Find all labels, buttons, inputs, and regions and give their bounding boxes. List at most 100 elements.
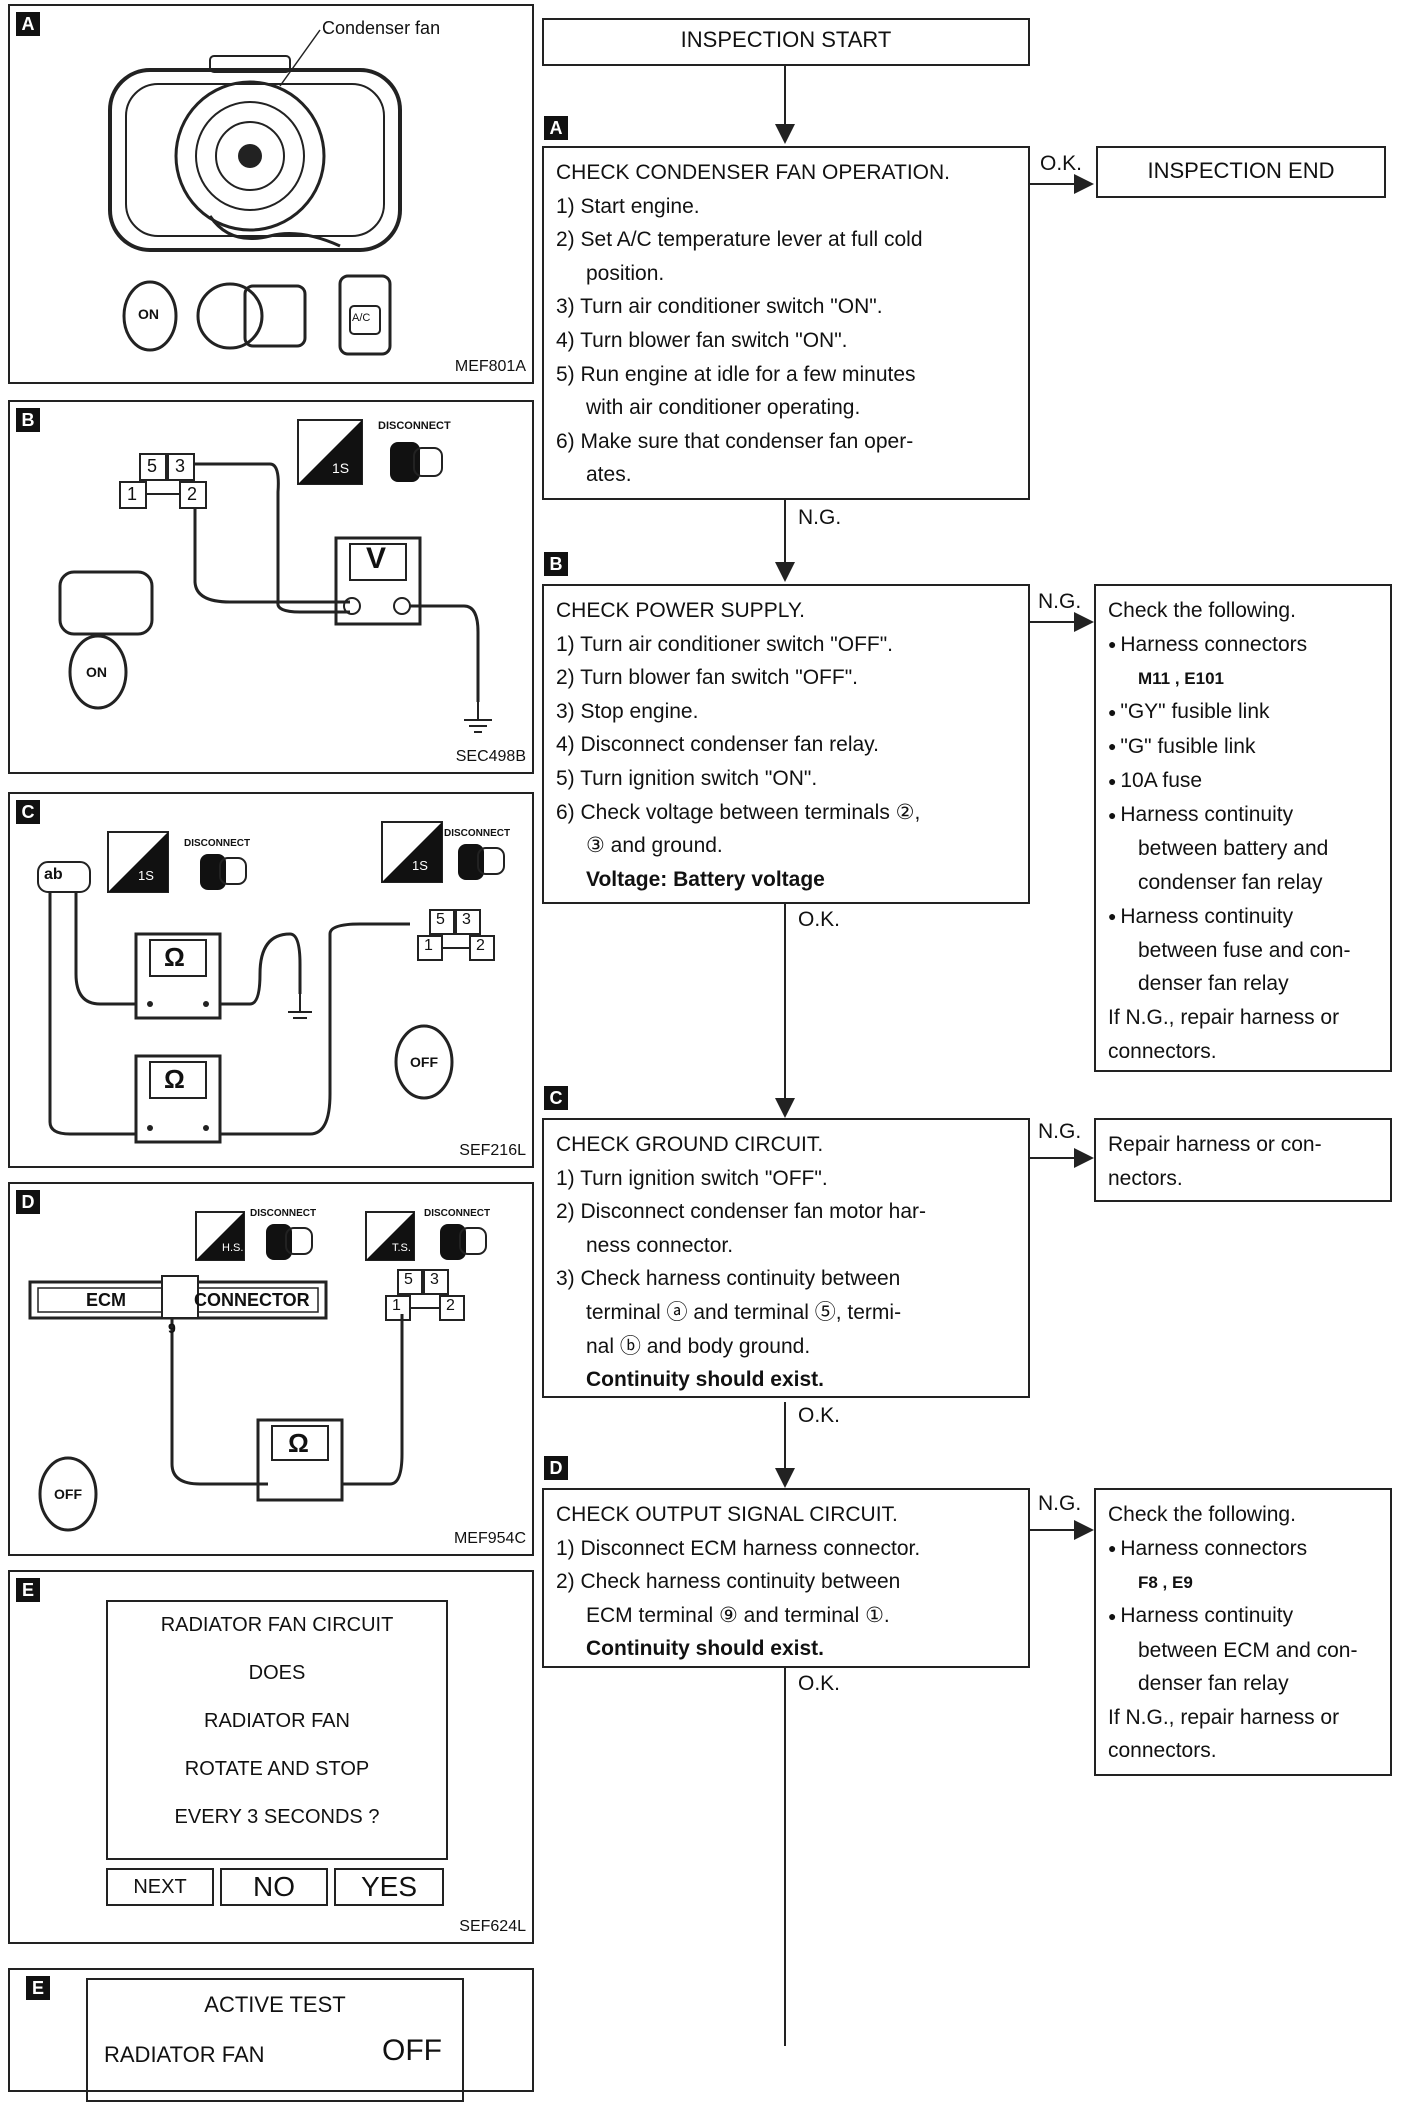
side-line: Harness continuity: [1108, 1599, 1378, 1633]
ok-label: O.K.: [1040, 152, 1083, 175]
step-line: 1) Turn air conditioner switch "OFF".: [556, 632, 894, 656]
connector-label: CONNECTOR: [194, 1290, 310, 1310]
step-line: 1) Disconnect ECM harness connector.: [556, 1536, 921, 1560]
disconnect-label: DISCONNECT: [424, 1208, 491, 1219]
ng-label: N.G.: [1038, 590, 1082, 613]
side-line: Harness continuity: [1108, 798, 1378, 832]
side-line: connectors.: [1108, 1039, 1217, 1063]
spec-line: Continuity should exist.: [586, 1637, 825, 1661]
figure-code: SEF216L: [459, 1142, 526, 1159]
step-line: with air conditioner operating.: [586, 396, 861, 420]
yes-button[interactable]: YES: [334, 1868, 444, 1906]
ecm-pin-label: 9: [168, 1320, 176, 1336]
figure-panel-c: C ab: [8, 792, 534, 1168]
figure-code: SEC498B: [455, 748, 526, 765]
ecm-label: ECM: [86, 1290, 126, 1310]
figure-code: SEF624L: [459, 1918, 526, 1935]
step-tag-a: A: [544, 116, 568, 140]
screen-line: ROTATE AND STOP: [184, 1758, 370, 1780]
side-line: denser fan relay: [1138, 1672, 1289, 1696]
figure-panel-b: B 5 3 1 2 V DISCONNECT 1S ON SE: [8, 400, 534, 774]
ok-label: O.K.: [798, 1404, 841, 1427]
connector-codes: M11 , E101: [1138, 668, 1225, 688]
panel-letter: B: [16, 408, 40, 432]
ignition-on-label: ON: [86, 664, 107, 680]
relay-terminal-1: 1: [127, 484, 138, 504]
step-line: ates.: [586, 463, 632, 487]
no-button[interactable]: NO: [220, 1868, 328, 1906]
disconnect-label: DISCONNECT: [250, 1208, 317, 1219]
ground-circuit-diagram: [37, 821, 505, 1144]
side-box-d: Check the following. Harness connectors …: [1094, 1488, 1392, 1776]
step-b-box: CHECK POWER SUPPLY. 1) Turn air conditio…: [542, 584, 1030, 904]
relay-terminal-2: 2: [476, 937, 485, 954]
step-line: 4) Disconnect condenser fan relay.: [556, 733, 879, 757]
step-line: 1) Start engine.: [556, 194, 700, 218]
ts-label: 1S: [412, 858, 428, 873]
figure-code: MEF801A: [454, 358, 526, 375]
active-test-screen: ACTIVE TEST RADIATOR FAN OFF: [86, 1978, 464, 2102]
step-title: CHECK CONDENSER FAN OPERATION.: [556, 161, 950, 184]
step-line: terminal ⓐ and terminal ⑤, termi-: [586, 1300, 902, 1324]
relay-terminal-2: 2: [446, 1297, 455, 1314]
step-line: 6) Make sure that condenser fan oper-: [556, 429, 914, 453]
figure-panel-d: D ECM CONNECTOR 9 Ω 5 3 1 2 DISCONNECT D…: [8, 1182, 534, 1556]
ts-label: T.S.: [392, 1242, 411, 1254]
relay-terminal-3: 3: [462, 911, 471, 928]
step-line: 5) Run engine at idle for a few minutes: [556, 362, 916, 386]
step-line: ③ and ground.: [586, 834, 723, 858]
step-a-box: CHECK CONDENSER FAN OPERATION. 1) Start …: [542, 146, 1030, 500]
ng-label: N.G.: [1038, 1120, 1082, 1143]
ignition-off-label: OFF: [410, 1054, 438, 1070]
step-line: 3) Turn air conditioner switch "ON".: [556, 295, 883, 319]
relay-terminal-5: 5: [147, 456, 158, 476]
side-box-b: Check the following. Harness connectors …: [1094, 584, 1392, 1072]
figure-panel-a: A Condenser fan ON A/C MEF801A: [8, 4, 534, 384]
disconnect-label: DISCONNECT: [184, 838, 251, 849]
panel-letter: A: [16, 12, 40, 36]
step-tag-c: C: [544, 1086, 568, 1110]
ac-switch-label: A/C: [352, 312, 371, 324]
side-line: Harness connectors: [1108, 1532, 1378, 1566]
ohmmeter-label: Ω: [164, 942, 185, 972]
relay-terminal-2: 2: [187, 484, 198, 504]
step-line: nal ⓑ and body ground.: [586, 1334, 811, 1358]
next-button[interactable]: NEXT: [106, 1868, 214, 1906]
side-line: between battery and: [1138, 837, 1329, 861]
inspection-end-box: INSPECTION END: [1096, 146, 1386, 198]
side-line: between fuse and con-: [1138, 938, 1351, 962]
step-line: 2) Turn blower fan switch "OFF".: [556, 666, 858, 690]
step-line: position.: [586, 261, 665, 285]
side-line: Harness connectors: [1108, 628, 1378, 662]
step-line: 2) Disconnect condenser fan motor har-: [556, 1200, 927, 1224]
ok-label: O.K.: [798, 908, 841, 931]
step-title: CHECK OUTPUT SIGNAL CIRCUIT.: [556, 1503, 898, 1526]
side-line: "G" fusible link: [1108, 730, 1378, 764]
screen-line: EVERY 3 SECONDS ?: [174, 1806, 380, 1828]
figure-panel-e: E RADIATOR FAN CIRCUIT DOES RADIATOR FAN…: [8, 1570, 534, 1944]
step-title: CHECK GROUND CIRCUIT.: [556, 1133, 824, 1156]
disconnect-label: DISCONNECT: [378, 420, 451, 432]
panel-letter: C: [16, 800, 40, 824]
side-line: connectors.: [1108, 1739, 1217, 1763]
step-line: 5) Turn ignition switch "ON".: [556, 766, 818, 790]
screen-line: RADIATOR FAN: [204, 1710, 350, 1732]
ohmmeter-label: Ω: [288, 1428, 309, 1458]
relay-terminal-1: 1: [424, 937, 433, 954]
relay-terminal-1: 1: [392, 1297, 401, 1314]
output-signal-diagram: [28, 1211, 487, 1532]
panel-letter: D: [16, 1190, 40, 1214]
ohmmeter-label: Ω: [164, 1064, 185, 1094]
screen-title: RADIATOR FAN CIRCUIT: [160, 1614, 394, 1636]
side-box-c: Repair harness or con- nectors.: [1094, 1118, 1392, 1202]
side-line: Repair harness or con-: [1108, 1133, 1322, 1156]
side-line: nectors.: [1108, 1166, 1183, 1190]
spec-line: Voltage: Battery voltage: [586, 867, 825, 891]
screen-title: ACTIVE TEST: [204, 1992, 346, 2017]
step-line: 4) Turn blower fan switch "ON".: [556, 328, 848, 352]
relay-terminal-3: 3: [430, 1271, 439, 1288]
step-c-box: CHECK GROUND CIRCUIT. 1) Turn ignition s…: [542, 1118, 1030, 1398]
side-line: If N.G., repair harness or: [1108, 1006, 1340, 1030]
screen-line: DOES: [248, 1662, 306, 1684]
voltmeter-label: V: [366, 542, 387, 575]
